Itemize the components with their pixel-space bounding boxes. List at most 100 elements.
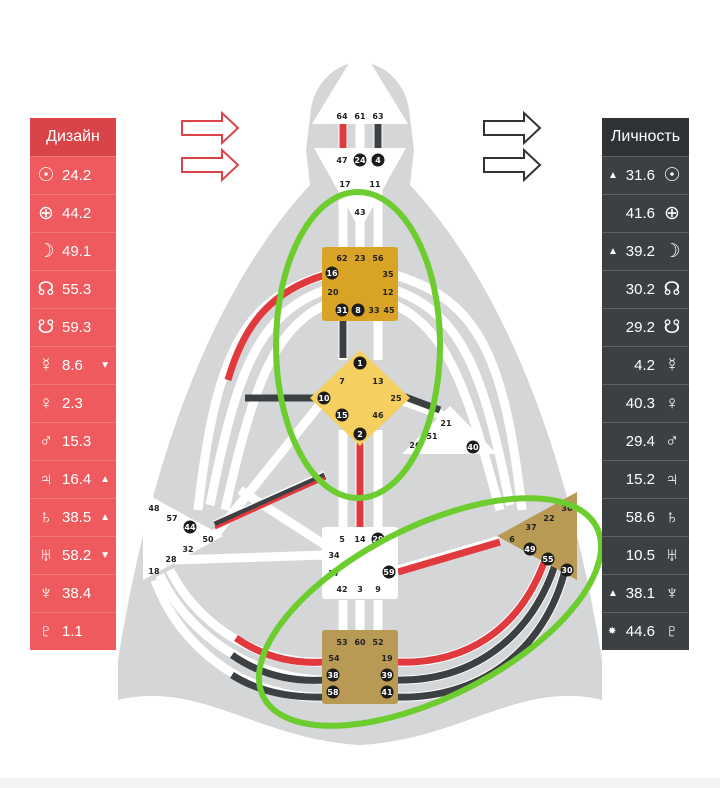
gate-number: 17 xyxy=(339,180,350,189)
active-gate-dot xyxy=(326,685,340,699)
planet-symbol-icon: ♅ xyxy=(38,545,54,566)
gate-number: 29 xyxy=(372,535,384,544)
design-row: ☊ 55.3 xyxy=(30,270,116,308)
design-row: ♃16.4▲ xyxy=(30,460,116,498)
gate-number: 40 xyxy=(467,443,479,452)
arrow-right-outline-icon xyxy=(483,147,542,183)
gate-number: 38 xyxy=(327,671,339,680)
solar-plexus-center xyxy=(497,492,577,580)
ajna-center xyxy=(314,148,406,230)
gate-number: 25 xyxy=(390,394,402,403)
active-gate-dot xyxy=(560,563,574,577)
gate-number: 54 xyxy=(328,654,340,663)
gate-number: 39 xyxy=(381,671,393,680)
gate-number: 6 xyxy=(509,535,515,544)
gate-number: 32 xyxy=(182,545,193,554)
planet-value: 55.3 xyxy=(62,281,92,298)
gate-number: 46 xyxy=(372,411,384,420)
planet-symbol-icon: ⊕ xyxy=(38,203,54,224)
active-gate-dot xyxy=(353,427,367,441)
planet-value: 4.2 xyxy=(634,357,655,374)
active-gate-dot xyxy=(335,303,349,317)
gate-number: 1 xyxy=(357,359,363,368)
row-marker: ▲ xyxy=(608,170,618,181)
design-panel-title: Дизайн xyxy=(30,118,116,156)
planet-symbol-icon: ☋ xyxy=(37,317,55,338)
gate-number: 28 xyxy=(165,555,177,564)
design-row: ☋ 59.3 xyxy=(30,308,116,346)
planet-value: 1.1 xyxy=(62,623,83,640)
design-row: ☿8.6▼ xyxy=(30,346,116,384)
gate-number: 33 xyxy=(368,306,379,315)
planet-symbol-icon: ☉ xyxy=(37,165,55,186)
gate-number: 56 xyxy=(372,254,384,263)
planet-symbol-icon: ♀ xyxy=(664,393,680,414)
planet-value: 39.2 xyxy=(625,243,655,260)
gate-number: 8 xyxy=(355,306,361,315)
personality-row: 29.4 ♂ xyxy=(602,422,689,460)
active-gate-dot xyxy=(523,542,537,556)
gate-number: 20 xyxy=(327,288,339,297)
active-gate-dot xyxy=(380,685,394,699)
personality-row: ✸44.6♇ xyxy=(602,612,689,650)
gate-number: 57 xyxy=(166,514,177,523)
planet-symbol-icon: ☽ xyxy=(37,241,55,262)
gate-number: 21 xyxy=(440,419,452,428)
planet-value: 2.3 xyxy=(62,395,83,412)
design-row: ♀ 2.3 xyxy=(30,384,116,422)
planet-value: 29.4 xyxy=(625,433,655,450)
arrow-right-outline-icon xyxy=(483,110,542,146)
personality-row: ▲38.1♆ xyxy=(602,574,689,612)
design-row: ⊕44.2 xyxy=(30,194,116,232)
gate-number: 35 xyxy=(382,270,394,279)
design-arrows xyxy=(181,110,240,183)
gate-number: 3 xyxy=(357,585,363,594)
head-center xyxy=(312,45,408,124)
gate-number: 55 xyxy=(542,555,554,564)
row-marker: ▲ xyxy=(608,588,618,599)
throat-center xyxy=(322,247,398,321)
design-row: ☽ 49.1 xyxy=(30,232,116,270)
planet-value: 59.3 xyxy=(62,319,92,336)
gate-number: 62 xyxy=(336,254,347,263)
gate-number: 13 xyxy=(372,377,383,386)
planet-symbol-icon: ☊ xyxy=(37,279,55,300)
gate-number: 63 xyxy=(372,112,383,121)
gate-number: 43 xyxy=(354,208,365,217)
planet-symbol-icon: ♄ xyxy=(38,507,54,528)
planet-value: 15.2 xyxy=(625,471,655,488)
planet-symbol-icon: ♇ xyxy=(38,621,54,642)
planet-symbol-icon: ♆ xyxy=(664,583,680,604)
personality-row: ▲31.6☉ xyxy=(602,156,689,194)
planet-value: 10.5 xyxy=(625,547,655,564)
gate-number: 15 xyxy=(336,411,348,420)
planet-value: 15.3 xyxy=(62,433,92,450)
gate-number: 61 xyxy=(354,112,366,121)
personality-row: 15.2♃ xyxy=(602,460,689,498)
active-gate-dot xyxy=(382,565,396,579)
gate-number: 41 xyxy=(381,688,393,697)
planet-symbol-icon: ♂ xyxy=(664,431,680,452)
gate-number: 51 xyxy=(426,432,438,441)
gate-number: 11 xyxy=(369,180,381,189)
planet-symbol-icon: ♀ xyxy=(38,393,54,414)
gate-number: 44 xyxy=(184,523,196,532)
row-marker: ▼ xyxy=(100,360,110,371)
active-gate-dot xyxy=(380,668,394,682)
gate-number: 2 xyxy=(357,430,363,439)
arrow-right-outline-icon xyxy=(181,110,240,146)
spleen-center xyxy=(143,492,223,580)
planet-value: 49.1 xyxy=(62,243,92,260)
planet-value: 41.6 xyxy=(625,205,655,222)
gate-number: 30 xyxy=(561,566,573,575)
personality-row: 41.6⊕ xyxy=(602,194,689,232)
row-marker: ▲ xyxy=(608,246,618,257)
gate-number: 60 xyxy=(354,638,366,647)
gate-number: 16 xyxy=(326,269,338,278)
active-gate-dot xyxy=(326,668,340,682)
gate-number: 36 xyxy=(561,504,573,513)
personality-row: 30.2☊ xyxy=(602,270,689,308)
g-center xyxy=(310,350,410,446)
planet-symbol-icon: ♃ xyxy=(38,469,54,490)
